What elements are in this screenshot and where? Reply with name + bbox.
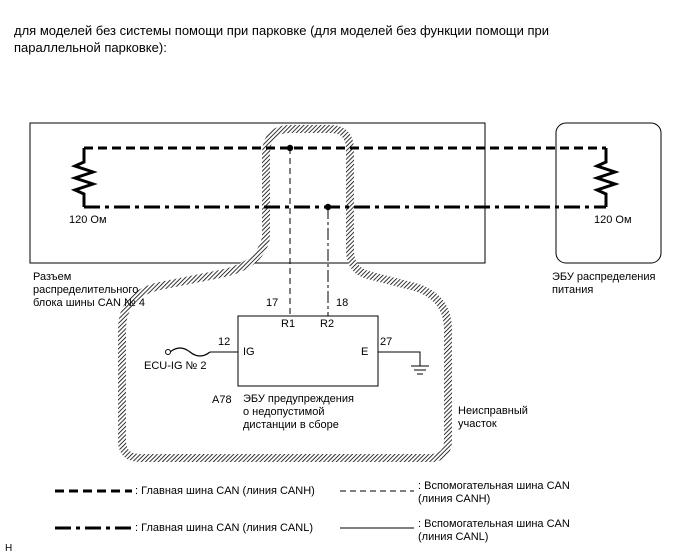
e-wire (378, 351, 421, 366)
fault-area-label: Неисправный участок (458, 405, 528, 430)
fault-area-outline (118, 125, 452, 462)
left-resistor-label: 120 Ом (69, 214, 107, 226)
right-terminator-resistor (592, 148, 620, 207)
legend-sub-canl-text: : Вспомогательная шина CAN (линия CANL) (418, 518, 570, 543)
ecu-ig-fuse-icon (169, 347, 211, 357)
fuse-terminal-dot (165, 349, 171, 355)
junction-connector-box (29, 122, 486, 264)
pin-r1-name: R1 (281, 318, 296, 330)
legend-sub-canh-text: : Вспомогательная шина CAN (линия CANH) (418, 480, 570, 505)
pin-r2-name: R2 (320, 318, 335, 330)
junction-connector-label: Разъем распределительного блока шины CAN… (33, 271, 145, 309)
ecu-code: A78 (212, 394, 232, 406)
power-distribution-ecu-label: ЭБУ распределения питания (552, 271, 656, 296)
pin-r1-number: 17 (266, 297, 279, 309)
left-terminator-resistor (70, 148, 98, 207)
intro-line-2: параллельной парковке): (14, 40, 167, 55)
ground-icon (411, 365, 429, 375)
pin-r2-number: 18 (336, 297, 349, 309)
ecu-name: ЭБУ предупреждения о недопустимой дистан… (243, 393, 354, 431)
pin-ig-name: IG (243, 346, 255, 358)
legend-main-canh-text: : Главная шина CAN (линия CANH) (135, 485, 315, 497)
fuse-label: ECU-IG № 2 (144, 360, 207, 372)
legend-main-canl-text: : Главная шина CAN (линия CANL) (135, 522, 313, 534)
pin-e-name: E (361, 346, 369, 358)
power-distribution-ecu-box (555, 122, 662, 264)
intro-text: для моделей без системы помощи при парко… (14, 22, 574, 56)
intro-line-1: для моделей без системы помощи при парко… (14, 23, 550, 38)
corner-mark: H (5, 543, 13, 554)
pin-ig-number: 12 (218, 336, 231, 348)
pin-e-number: 27 (380, 336, 393, 348)
distance-warning-ecu-box (237, 315, 379, 387)
right-resistor-label: 120 Ом (594, 214, 632, 226)
